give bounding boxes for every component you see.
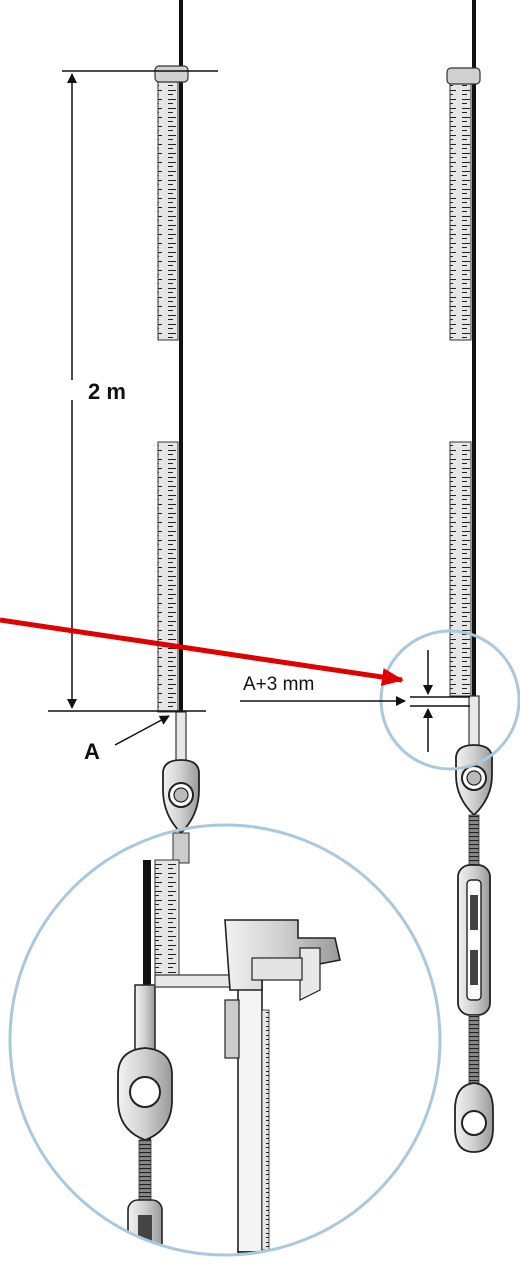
- length-dimension: 2 m: [48, 70, 218, 712]
- right-tape-lower: [449, 441, 472, 697]
- reference-a-marker: A: [84, 715, 170, 764]
- right-turnbuckle: [457, 864, 491, 1016]
- left-tape-clamp: [154, 65, 189, 83]
- right-thread-upper: [468, 814, 480, 866]
- right-eye-fitting: [455, 744, 493, 817]
- detail-circle-small: [379, 629, 520, 771]
- length-label: 2 m: [88, 379, 126, 404]
- stretch-label: A+3 mm: [243, 674, 314, 695]
- right-tape-clamp: [446, 67, 481, 85]
- caliper-detail-callout: [8, 823, 442, 1257]
- left-eye-fitting: [162, 759, 200, 864]
- stretch-detail-callout: A+3 mm: [240, 629, 520, 771]
- left-tape-lower: [157, 441, 179, 713]
- right-bottom-eye: [454, 1082, 494, 1153]
- right-cable-assembly: [446, 0, 494, 1153]
- reference-a-label: A: [84, 739, 100, 764]
- detail-circle-large: [8, 823, 442, 1257]
- left-tape-upper: [157, 71, 179, 341]
- right-tape-upper: [449, 73, 472, 341]
- left-cable-assembly: [154, 0, 200, 864]
- caliper: [224, 919, 341, 1255]
- highlight-arrow: [0, 617, 404, 686]
- right-thread-lower: [468, 1014, 480, 1084]
